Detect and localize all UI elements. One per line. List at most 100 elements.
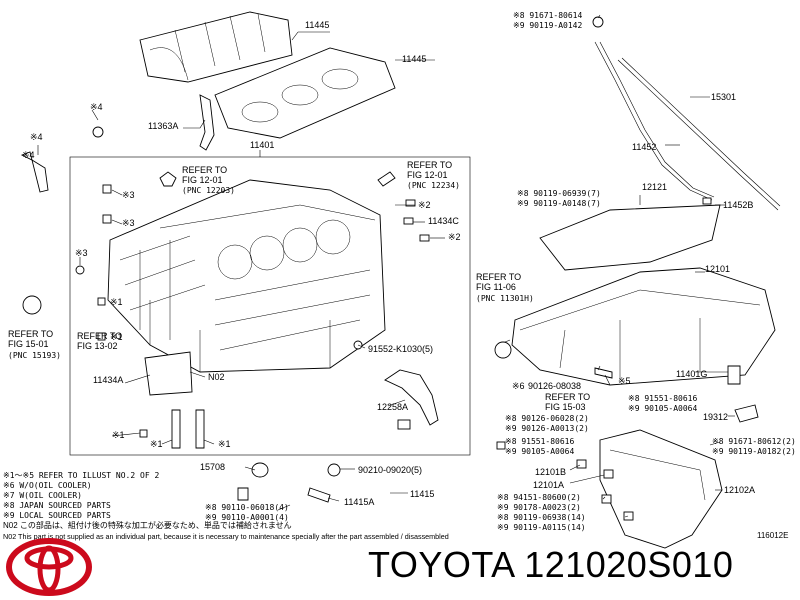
svg-text:※8 90110-06018(4): ※8 90110-06018(4)	[205, 503, 289, 512]
label-12101b: 12101B	[535, 467, 566, 477]
note-5: ※9 LOCAL SOURCED PARTS	[3, 511, 111, 520]
cylinder-block-frame	[69, 156, 471, 456]
oil-pan-12101	[494, 267, 776, 423]
svg-text:※8 90126-06028(2): ※8 90126-06028(2)	[505, 414, 589, 423]
label-91552: 91552-K1030(5)	[368, 344, 433, 354]
svg-text:※9 90110-A0001(4): ※9 90110-A0001(4)	[205, 513, 289, 522]
marker-2a: ※2	[418, 200, 431, 210]
svg-text:※8 91671-80614: ※8 91671-80614	[513, 11, 583, 20]
label-90210: 90210-09020(5)	[358, 465, 422, 475]
svg-text:※8 90119-06938(14): ※8 90119-06938(14)	[497, 513, 586, 522]
svg-text:※9 90119-A0115(14): ※9 90119-A0115(14)	[497, 523, 586, 532]
svg-text:※9 90119-A0148(7): ※9 90119-A0148(7)	[517, 199, 601, 208]
label-12101: 12101	[705, 264, 730, 274]
svg-text:※8 91551-80616: ※8 91551-80616	[505, 437, 575, 446]
left-side-parts	[20, 126, 104, 315]
note-3: ※7 W(OIL COOLER)	[3, 491, 82, 500]
oil-level-gauge-15301	[592, 16, 781, 211]
label-11363a: 11363A	[148, 121, 178, 131]
marker-4a: ※4	[90, 102, 103, 112]
svg-text:※8 94151-80600(2): ※8 94151-80600(2)	[497, 493, 581, 502]
marker-4c: ※4	[22, 150, 35, 160]
label-11415a: 11415A	[344, 497, 374, 507]
label-11401g: 11401G	[676, 369, 707, 379]
brand-part-number: TOYOTA 121020S010	[368, 544, 734, 585]
refer-block-12203: REFER TO FIG 12-01 (PNC 12203)	[182, 165, 235, 195]
code-group-12121: ※8 90119-06939(7) ※9 90119-A0148(7)	[517, 189, 601, 208]
insulator-11445-lower	[214, 47, 396, 139]
refer-block-15-03: REFER TO FIG 15-03	[545, 392, 590, 412]
label-11445-upper: 11445	[305, 20, 329, 30]
marker-1d: ※1	[150, 439, 163, 449]
svg-text:FIG 15-03: FIG 15-03	[545, 402, 586, 412]
code-group-91551-bottom: ※8 91551-80616 ※9 90105-A0064	[505, 437, 575, 456]
code-group-91551-right: ※8 91551-80616 ※9 90105-A0064	[628, 394, 698, 413]
refer-block-11301h: REFER TO FIG 11-06 (PNC 11301H)	[476, 272, 534, 303]
label-11401: 11401	[250, 140, 274, 150]
marker-4b: ※4	[30, 132, 43, 142]
marker-5: ※5	[618, 376, 631, 386]
toyota-logo	[6, 538, 92, 596]
insulator-11445-upper	[139, 11, 293, 83]
leader-lines	[37, 14, 735, 518]
marker-3a: ※3	[122, 190, 135, 200]
svg-text:FIG 12-01: FIG 12-01	[182, 175, 223, 185]
label-12121: 12121	[642, 182, 667, 192]
marker-1e: ※1	[218, 439, 231, 449]
svg-text:※9 90119-A0142: ※9 90119-A0142	[513, 21, 583, 30]
marker-3c: ※3	[122, 218, 135, 228]
label-11445-lower: 11445	[402, 54, 426, 64]
oil-pan-baffle-12121	[539, 204, 721, 271]
svg-text:REFER TO: REFER TO	[8, 329, 53, 339]
note-4: ※8 JAPAN SOURCED PARTS	[3, 501, 111, 510]
svg-text:FIG 11-06: FIG 11-06	[476, 282, 516, 292]
label-11434c: 11434C	[428, 216, 459, 226]
label-12101a: 12101A	[533, 480, 564, 490]
svg-text:REFER TO: REFER TO	[77, 331, 122, 341]
code-group-90119-14: ※8 90119-06938(14) ※9 90119-A0115(14)	[497, 513, 586, 532]
code-group-91671: ※8 91671-80612(2) ※9 90119-A0182(2)	[712, 437, 796, 456]
diagram-id: 116012E	[757, 531, 788, 540]
svg-text:※8 91551-80616: ※8 91551-80616	[628, 394, 698, 403]
svg-text:(PNC 12203): (PNC 12203)	[182, 186, 235, 195]
code-group-90126: ※8 90126-06028(2) ※9 90126-A0013(2)	[505, 414, 589, 433]
notes-block: ※1～※5 REFER TO ILLUST NO.2 OF 2 ※6 W/O(O…	[3, 471, 449, 541]
marker-2b: ※2	[448, 232, 461, 242]
bottom-center-parts	[237, 441, 506, 503]
svg-text:REFER TO: REFER TO	[476, 272, 521, 282]
svg-text:※9 90119-A0182(2): ※9 90119-A0182(2)	[712, 447, 796, 456]
marker-1c: ※1	[112, 430, 125, 440]
marker-3b: ※3	[75, 248, 88, 258]
oil-pan-12102a	[576, 429, 723, 549]
label-15708: 15708	[200, 462, 225, 472]
code-group-90110: ※8 90110-06018(4) ※9 90110-A0001(4)	[205, 503, 289, 522]
cylinder-block-11401	[107, 179, 386, 373]
label-12258a: 12258A	[377, 402, 408, 412]
svg-text:(PNC 11301H): (PNC 11301H)	[476, 294, 534, 303]
svg-text:FIG 15-01: FIG 15-01	[8, 339, 49, 349]
svg-text:(PNC 15193): (PNC 15193)	[8, 351, 61, 360]
insulator-bracket-11363a	[199, 94, 215, 151]
label-90126-08038: 90126-08038	[528, 381, 581, 391]
note-1: ※1～※5 REFER TO ILLUST NO.2 OF 2	[3, 471, 159, 480]
label-12102a: 12102A	[724, 485, 755, 495]
label-11452b: 11452B	[723, 200, 753, 210]
refer-block-13-02: REFER TO FIG 13-02	[77, 331, 122, 351]
svg-text:※9 90105-A0064: ※9 90105-A0064	[505, 447, 575, 456]
note-7: N02 This part is not supplied as an indi…	[3, 532, 449, 541]
svg-text:※9 90126-A0013(2): ※9 90126-A0013(2)	[505, 424, 589, 433]
code-group-gauge: ※8 91671-80614 ※9 90119-A0142	[513, 11, 583, 30]
refer-block-15193: REFER TO FIG 15-01 (PNC 15193)	[8, 329, 61, 360]
label-11452: 11452	[632, 142, 656, 152]
svg-text:(PNC 12234): (PNC 12234)	[407, 181, 460, 190]
label-n02: N02	[208, 372, 225, 382]
label-11415: 11415	[410, 489, 434, 499]
marker-6: ※6	[512, 381, 525, 391]
block-fasteners	[97, 171, 439, 449]
svg-text:※9 90178-A0023(2): ※9 90178-A0023(2)	[497, 503, 581, 512]
note-2: ※6 W/O(OIL COOLER)	[3, 481, 92, 490]
marker-1b: ※1	[110, 332, 123, 342]
svg-text:FIG 12-01: FIG 12-01	[407, 170, 448, 180]
label-19312: 19312	[703, 412, 728, 422]
